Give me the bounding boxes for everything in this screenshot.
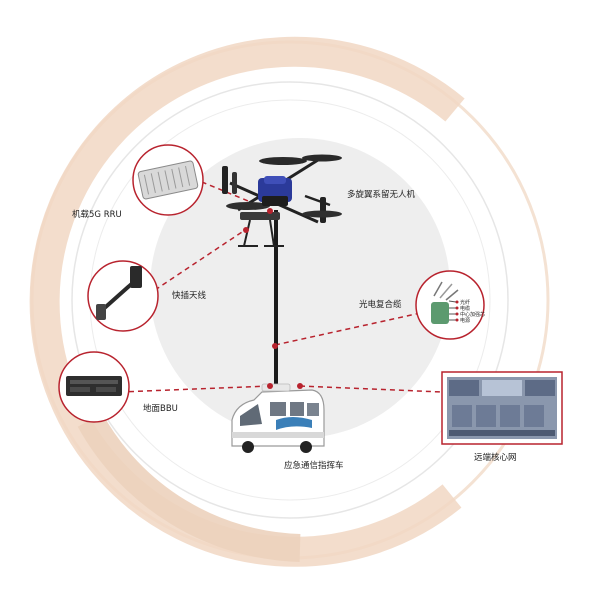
cable-label: 光电复合缆: [359, 300, 402, 310]
bbu-label: 地面BBU: [143, 404, 178, 414]
rru-label: 机载5G RRU: [72, 210, 122, 220]
core-network-callout: [441, 371, 563, 445]
cable-connector: [274, 311, 426, 346]
cable-legend-item: 中心加强芯: [460, 311, 485, 318]
connection-dots: [243, 208, 303, 389]
cable-legend-item: 电缆: [460, 305, 470, 312]
drone-icon: [222, 154, 342, 247]
core-connector: [299, 385, 443, 393]
bbu-callout: [58, 351, 130, 423]
bbu-connector: [119, 385, 271, 393]
cable-legend-item: 光纤: [460, 299, 470, 306]
cable-callout: 光纤 电缆 中心加强芯 电源: [415, 270, 485, 340]
core-network-label: 远端核心网: [474, 453, 517, 463]
command-vehicle-icon: [231, 383, 325, 453]
antenna-label: 快插天线: [172, 291, 207, 301]
center-disc: [150, 138, 450, 438]
antenna-callout: [87, 260, 159, 332]
rru-callout: [132, 144, 204, 216]
background-rings: [29, 36, 550, 567]
vehicle-label: 应急通信指挥车: [284, 461, 344, 471]
cable-legend-item: 电源: [460, 317, 470, 324]
drone-label: 多旋翼系留无人机: [347, 190, 416, 200]
